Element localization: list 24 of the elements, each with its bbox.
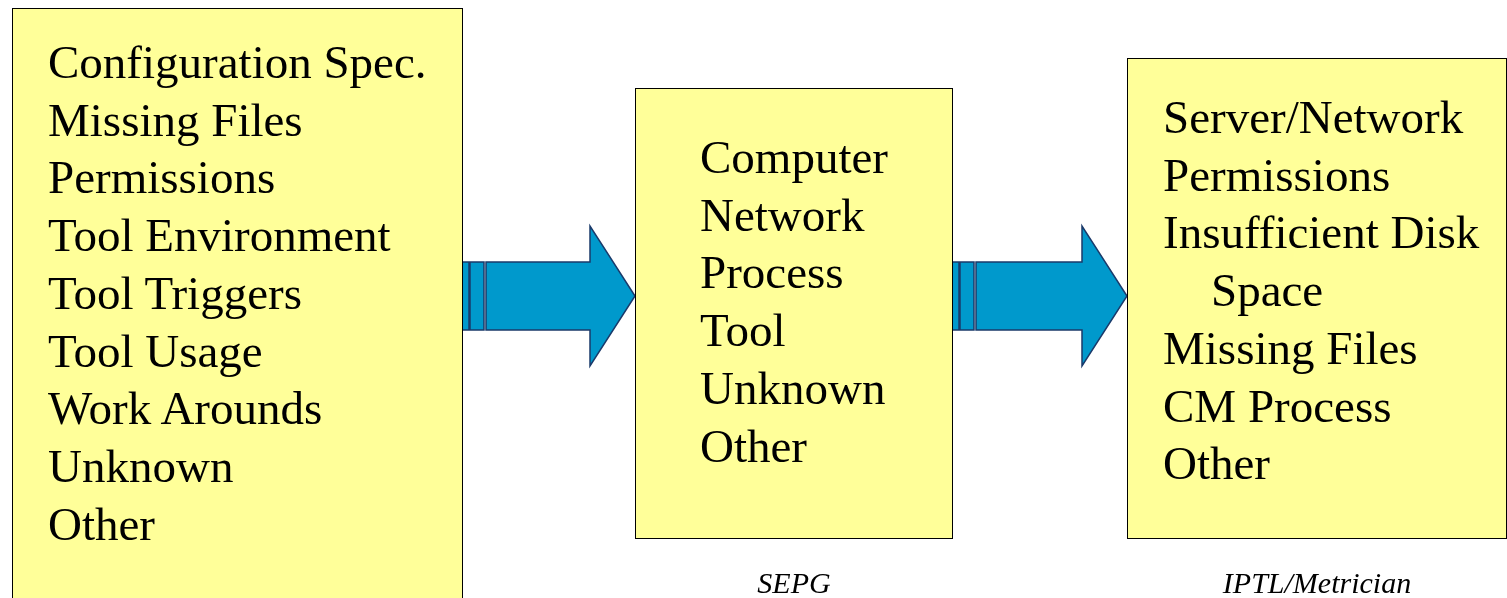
list-item: Missing Files — [1163, 320, 1418, 376]
list-item: Permissions — [1163, 147, 1391, 203]
list-item: Tool Triggers — [48, 265, 302, 321]
list-item: Other — [1163, 436, 1270, 492]
list-item: Work Arounds — [48, 381, 323, 437]
list-item: Configuration Spec. — [48, 35, 427, 90]
list-item: Permissions — [48, 150, 276, 206]
list-item: CM Process — [1163, 378, 1392, 434]
list-item: Tool — [700, 303, 786, 359]
list-item: Network — [700, 187, 865, 243]
list-item: Other — [48, 496, 155, 552]
list-item: Computer — [700, 130, 888, 185]
list-item: Tool Usage — [48, 323, 263, 379]
node-label: SEPG — [756, 566, 832, 598]
node-label: IPTL/Metrician — [1221, 566, 1413, 598]
list-item: Unknown — [48, 438, 234, 494]
list-item: Insufficient Disk Space — [1163, 205, 1481, 319]
list-item: Missing Files — [48, 92, 303, 148]
list-item: Unknown — [700, 360, 886, 416]
list-box — [12, 8, 463, 598]
list-item: Tool Environment — [48, 208, 391, 264]
list-item: Other — [700, 418, 807, 474]
list-item: Process — [700, 245, 844, 301]
list-item: Server/Network — [1163, 90, 1464, 145]
